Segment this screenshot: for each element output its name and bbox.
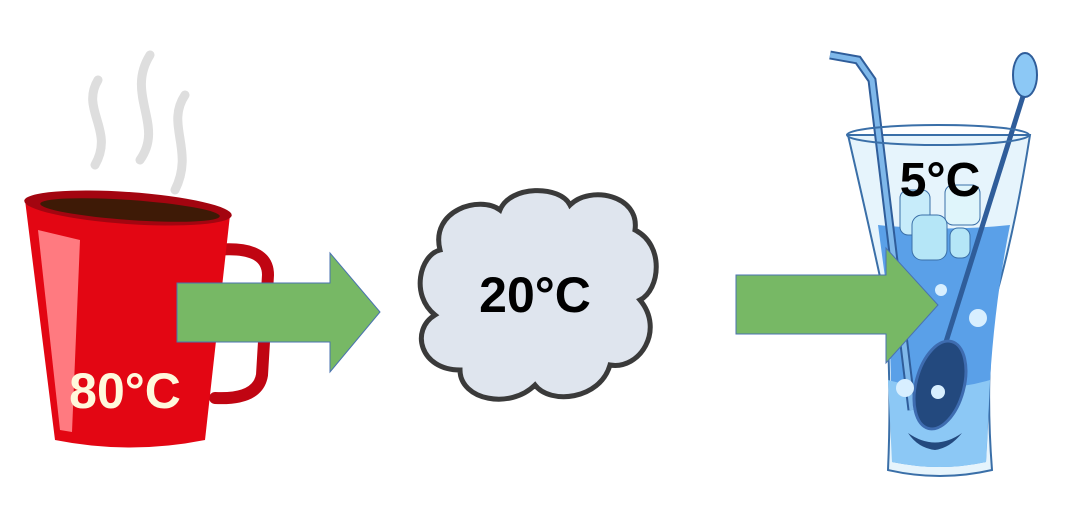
- hot-temperature-label: 80°C: [69, 363, 181, 419]
- arrow-right-icon: [176, 251, 381, 374]
- room-temperature-label: 20°C: [479, 267, 591, 323]
- iced-drink-glass-icon: 5°C: [829, 50, 1038, 477]
- arrow-right-icon: [735, 246, 939, 365]
- hot-coffee-mug-icon: 80°C: [24, 190, 275, 448]
- steam-icon: [88, 50, 190, 195]
- cold-temperature-label: 5°C: [900, 154, 981, 207]
- cloud-icon: 20°C: [417, 188, 659, 402]
